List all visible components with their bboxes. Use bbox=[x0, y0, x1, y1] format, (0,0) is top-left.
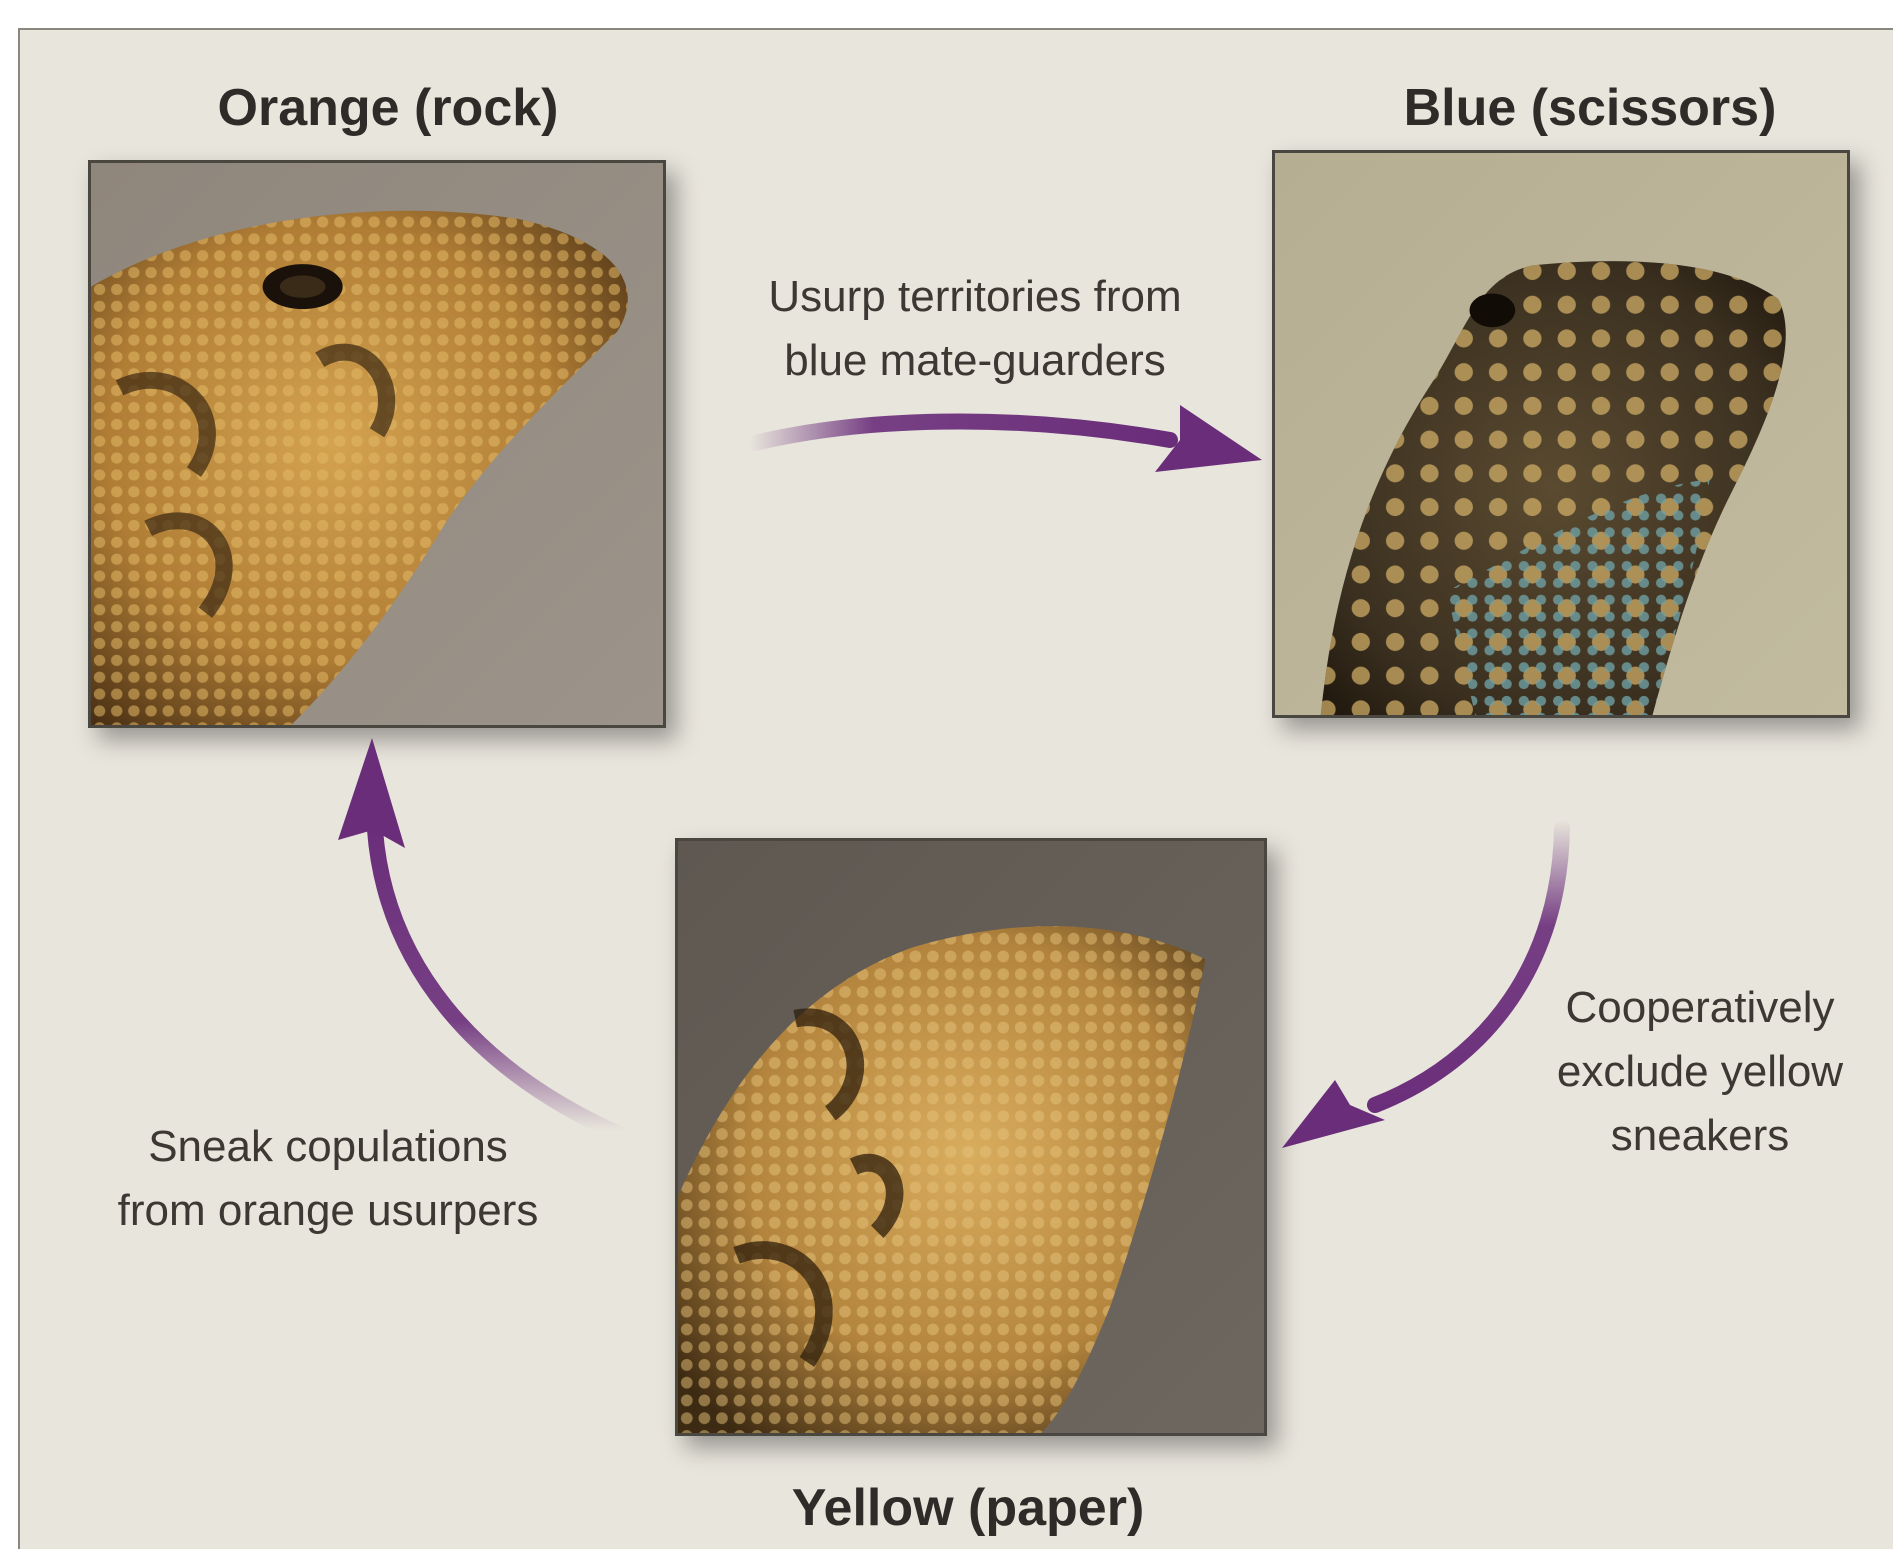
arrowhead-icon bbox=[1282, 1080, 1385, 1148]
caption-orange-to-blue: Usurp territories from blue mate-guarder… bbox=[768, 265, 1181, 393]
arrow-orange-to-blue bbox=[755, 405, 1262, 472]
arrow-blue-to-yellow bbox=[1282, 828, 1562, 1148]
arrow-yellow-to-orange bbox=[338, 738, 628, 1138]
caption-yellow-to-orange: Sneak copulations from orange usurpers bbox=[118, 1115, 539, 1243]
caption-blue-to-yellow: Cooperatively exclude yellow sneakers bbox=[1557, 976, 1843, 1168]
